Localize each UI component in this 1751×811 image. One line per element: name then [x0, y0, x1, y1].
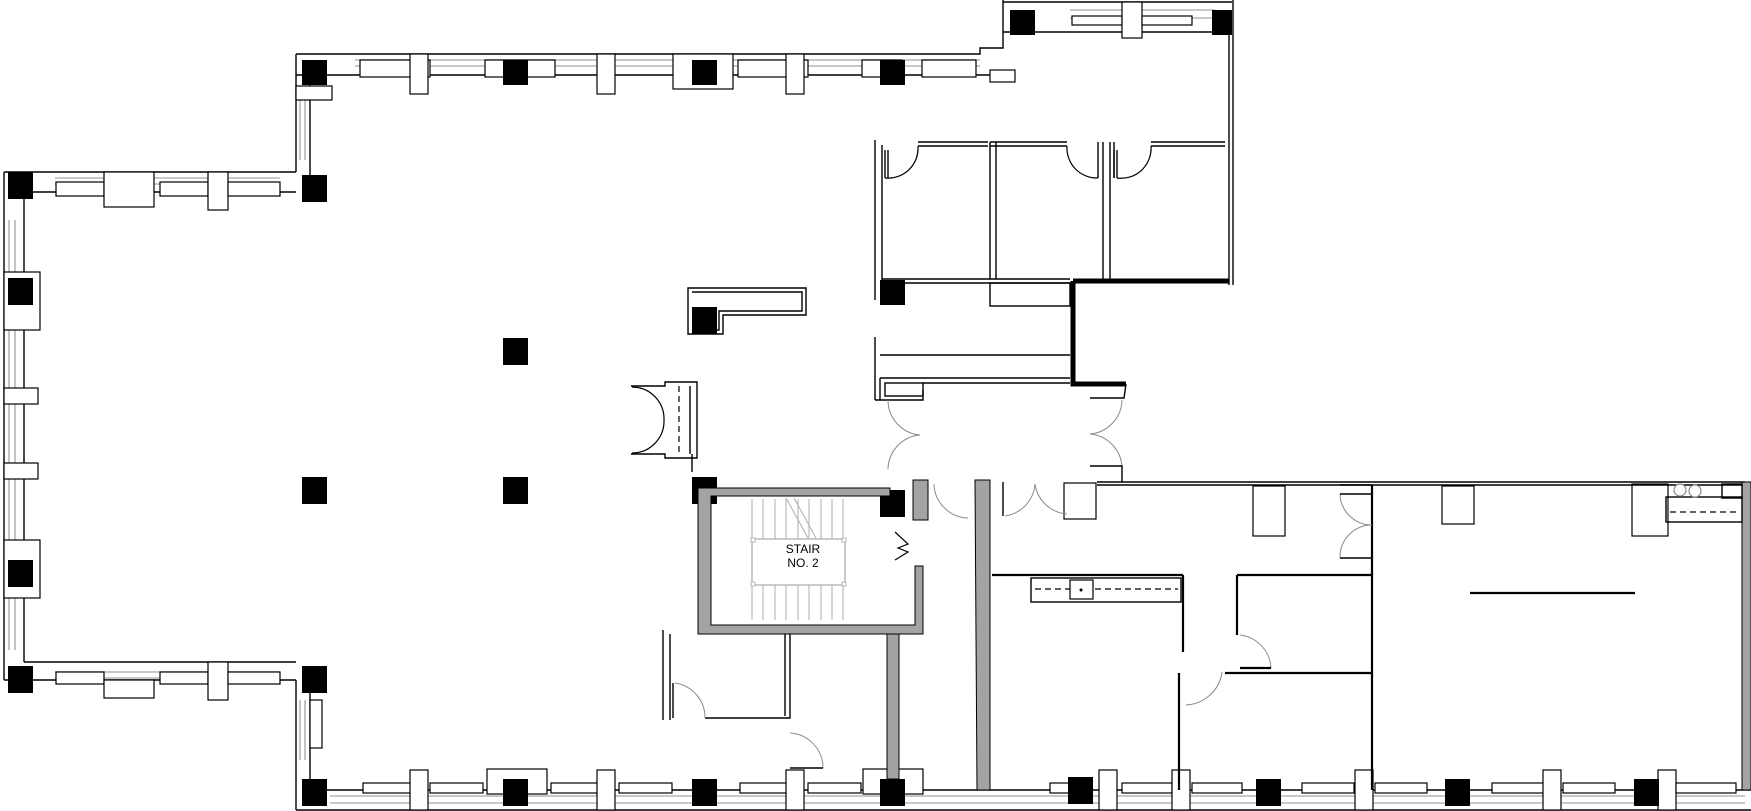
- column: [503, 338, 528, 365]
- column: [1445, 779, 1470, 806]
- column: [8, 278, 33, 305]
- private-offices: [874, 140, 1229, 401]
- column: [1634, 779, 1659, 806]
- stair-label-line1: STAIR: [786, 542, 821, 556]
- pantry-area: [662, 573, 1374, 790]
- column: [302, 779, 327, 806]
- vestibule-doors: [631, 381, 698, 472]
- column: [302, 175, 327, 202]
- column: [302, 666, 327, 693]
- east-offices: [1339, 481, 1751, 791]
- column: [1068, 777, 1093, 804]
- stair-label-line2: NO. 2: [787, 556, 819, 570]
- column: [8, 560, 33, 587]
- stair-no-2: STAIR NO. 2: [697, 479, 929, 780]
- exterior-walls: [3, 0, 1751, 811]
- lobby-doors: [887, 399, 1745, 791]
- column: [880, 280, 905, 305]
- column: [880, 60, 905, 85]
- column: [1212, 10, 1232, 35]
- column: [1256, 779, 1281, 806]
- l-counter: [687, 287, 807, 335]
- structural-columns: [8, 10, 1669, 806]
- column: [880, 779, 905, 806]
- column: [503, 779, 528, 806]
- column: [302, 477, 327, 504]
- column: [8, 666, 33, 693]
- window-mullions: [3, 1, 1737, 811]
- column: [503, 477, 528, 504]
- column: [1010, 10, 1035, 35]
- column: [503, 60, 528, 85]
- column: [692, 779, 717, 806]
- column: [302, 60, 327, 85]
- column: [8, 172, 33, 199]
- column: [692, 60, 717, 85]
